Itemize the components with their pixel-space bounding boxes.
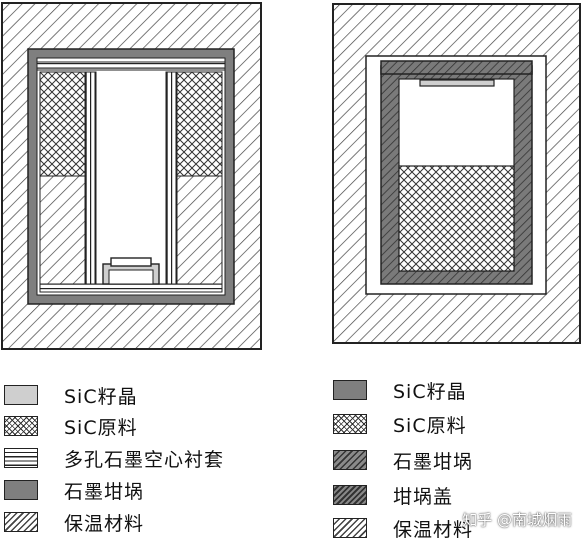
legend-item-crucible: 石墨坩埚 [333, 446, 473, 474]
legend-label: SiC原料 [393, 414, 467, 437]
right-lid [380, 60, 533, 75]
legend-item-porous: 多孔石墨空心衬套 [4, 444, 224, 472]
raw-swatch-icon [4, 416, 38, 436]
left-schematic [1, 2, 262, 350]
porous-swatch-icon [4, 448, 38, 468]
legend-label: 石墨坩埚 [393, 450, 474, 473]
left-raw-lower-right [176, 175, 223, 285]
legend-label: 坩埚盖 [393, 485, 454, 508]
legend-label: SiC籽晶 [393, 380, 467, 403]
lid-swatch-icon [333, 485, 367, 505]
legend-label: 保温材料 [64, 512, 145, 535]
insulation-swatch-icon [4, 512, 38, 532]
right-seed [419, 79, 495, 87]
left-liner-wall-right [165, 71, 177, 285]
legend-item-seed: SiC籽晶 [4, 381, 138, 409]
legend-item-lid: 坩埚盖 [333, 481, 453, 509]
left-liner-bottom [39, 283, 223, 293]
legend-label: 多孔石墨空心衬套 [64, 448, 225, 471]
legend-item-insulation: 保温材料 [333, 514, 473, 542]
raw-swatch-icon [333, 414, 367, 434]
legend-item-insulation: 保温材料 [4, 508, 144, 536]
left-liner-wall-left [85, 71, 97, 285]
legend-item-raw: SiC原料 [4, 412, 138, 440]
seed-swatch-icon [4, 385, 38, 405]
legend-label: SiC原料 [64, 416, 138, 439]
left-raw-lower-left [39, 175, 86, 285]
legend-item-crucible: 石墨坩埚 [4, 476, 144, 504]
left-raw-upper-left [39, 71, 86, 177]
legend-label: 保温材料 [393, 518, 474, 541]
left-seed [110, 257, 152, 267]
crucible-swatch-icon [4, 480, 38, 500]
legend-item-raw: SiC原料 [333, 410, 467, 438]
crucible-swatch-icon [333, 450, 367, 470]
watermark: 知乎 @南城烟雨 [462, 511, 572, 529]
left-liner-top [36, 61, 226, 71]
legend-item-seed: SiC籽晶 [333, 376, 467, 404]
legend-label: SiC籽晶 [64, 385, 138, 408]
right-raw [398, 165, 515, 272]
right-schematic [332, 3, 581, 344]
legend-label: 石墨坩埚 [64, 480, 145, 503]
seed-swatch-icon [333, 380, 367, 400]
insulation-swatch-icon [333, 518, 367, 538]
left-raw-upper-right [176, 71, 223, 177]
